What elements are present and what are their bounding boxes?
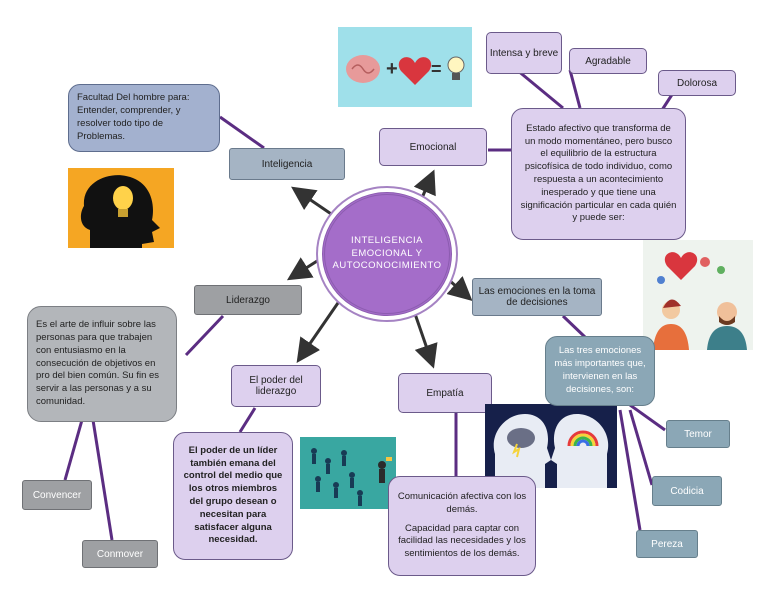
emotion-temor: Temor: [666, 420, 730, 448]
emotion-type-dolorosa: Dolorosa: [658, 70, 736, 96]
crowd-leader-icon: [300, 437, 396, 509]
head-bulb-icon: [68, 168, 174, 248]
emotion-pereza: Pereza: [636, 530, 698, 558]
inteligencia-definition: Facultad Del hombre para: Entender, comp…: [68, 84, 220, 152]
decisiones-node: Las emociones en la toma de decisiones: [472, 278, 602, 316]
empatia-def-2: Capacidad para captar con facilidad las …: [398, 522, 526, 560]
empatia-definition: Comunicación afectiva con los demás. Cap…: [388, 476, 536, 576]
inteligencia-node: Inteligencia: [229, 148, 345, 180]
emotion-type-intensa: Intensa y breve: [486, 32, 562, 74]
central-topic-label: INTELIGENCIA EMOCIONAL Y AUTOCONOCIMIENT…: [332, 234, 442, 272]
poder-definition: El poder de un líder también emana del c…: [173, 432, 293, 560]
emocional-node: Emocional: [379, 128, 487, 166]
central-topic: INTELIGENCIA EMOCIONAL Y AUTOCONOCIMIENT…: [322, 192, 452, 316]
arrows: [286, 169, 473, 369]
empatia-node: Empatía: [398, 373, 492, 413]
liderazgo-definition: Es el arte de influir sobre las personas…: [27, 306, 177, 422]
brain-heart-idea-icon: + =: [338, 27, 472, 107]
liderazgo-conmover: Conmover: [82, 540, 158, 568]
emotion-type-agradable: Agradable: [569, 48, 647, 74]
liderazgo-convencer: Convencer: [22, 480, 92, 510]
empatia-def-1: Comunicación afectiva con los demás.: [397, 490, 527, 515]
emocional-definition: Estado afectivo que transforma de un mod…: [511, 108, 686, 240]
connectors: [63, 68, 677, 541]
decisiones-definition: Las tres emociones más importantes que, …: [545, 336, 655, 406]
svg-text:+: +: [386, 58, 398, 80]
people-chat-icon: [643, 240, 753, 350]
brains-weather-icon: [485, 404, 617, 488]
emotion-codicia: Codicia: [652, 476, 722, 506]
poder-node: El poder del liderazgo: [231, 365, 321, 407]
svg-text:=: =: [431, 59, 442, 79]
liderazgo-node: Liderazgo: [194, 285, 302, 315]
